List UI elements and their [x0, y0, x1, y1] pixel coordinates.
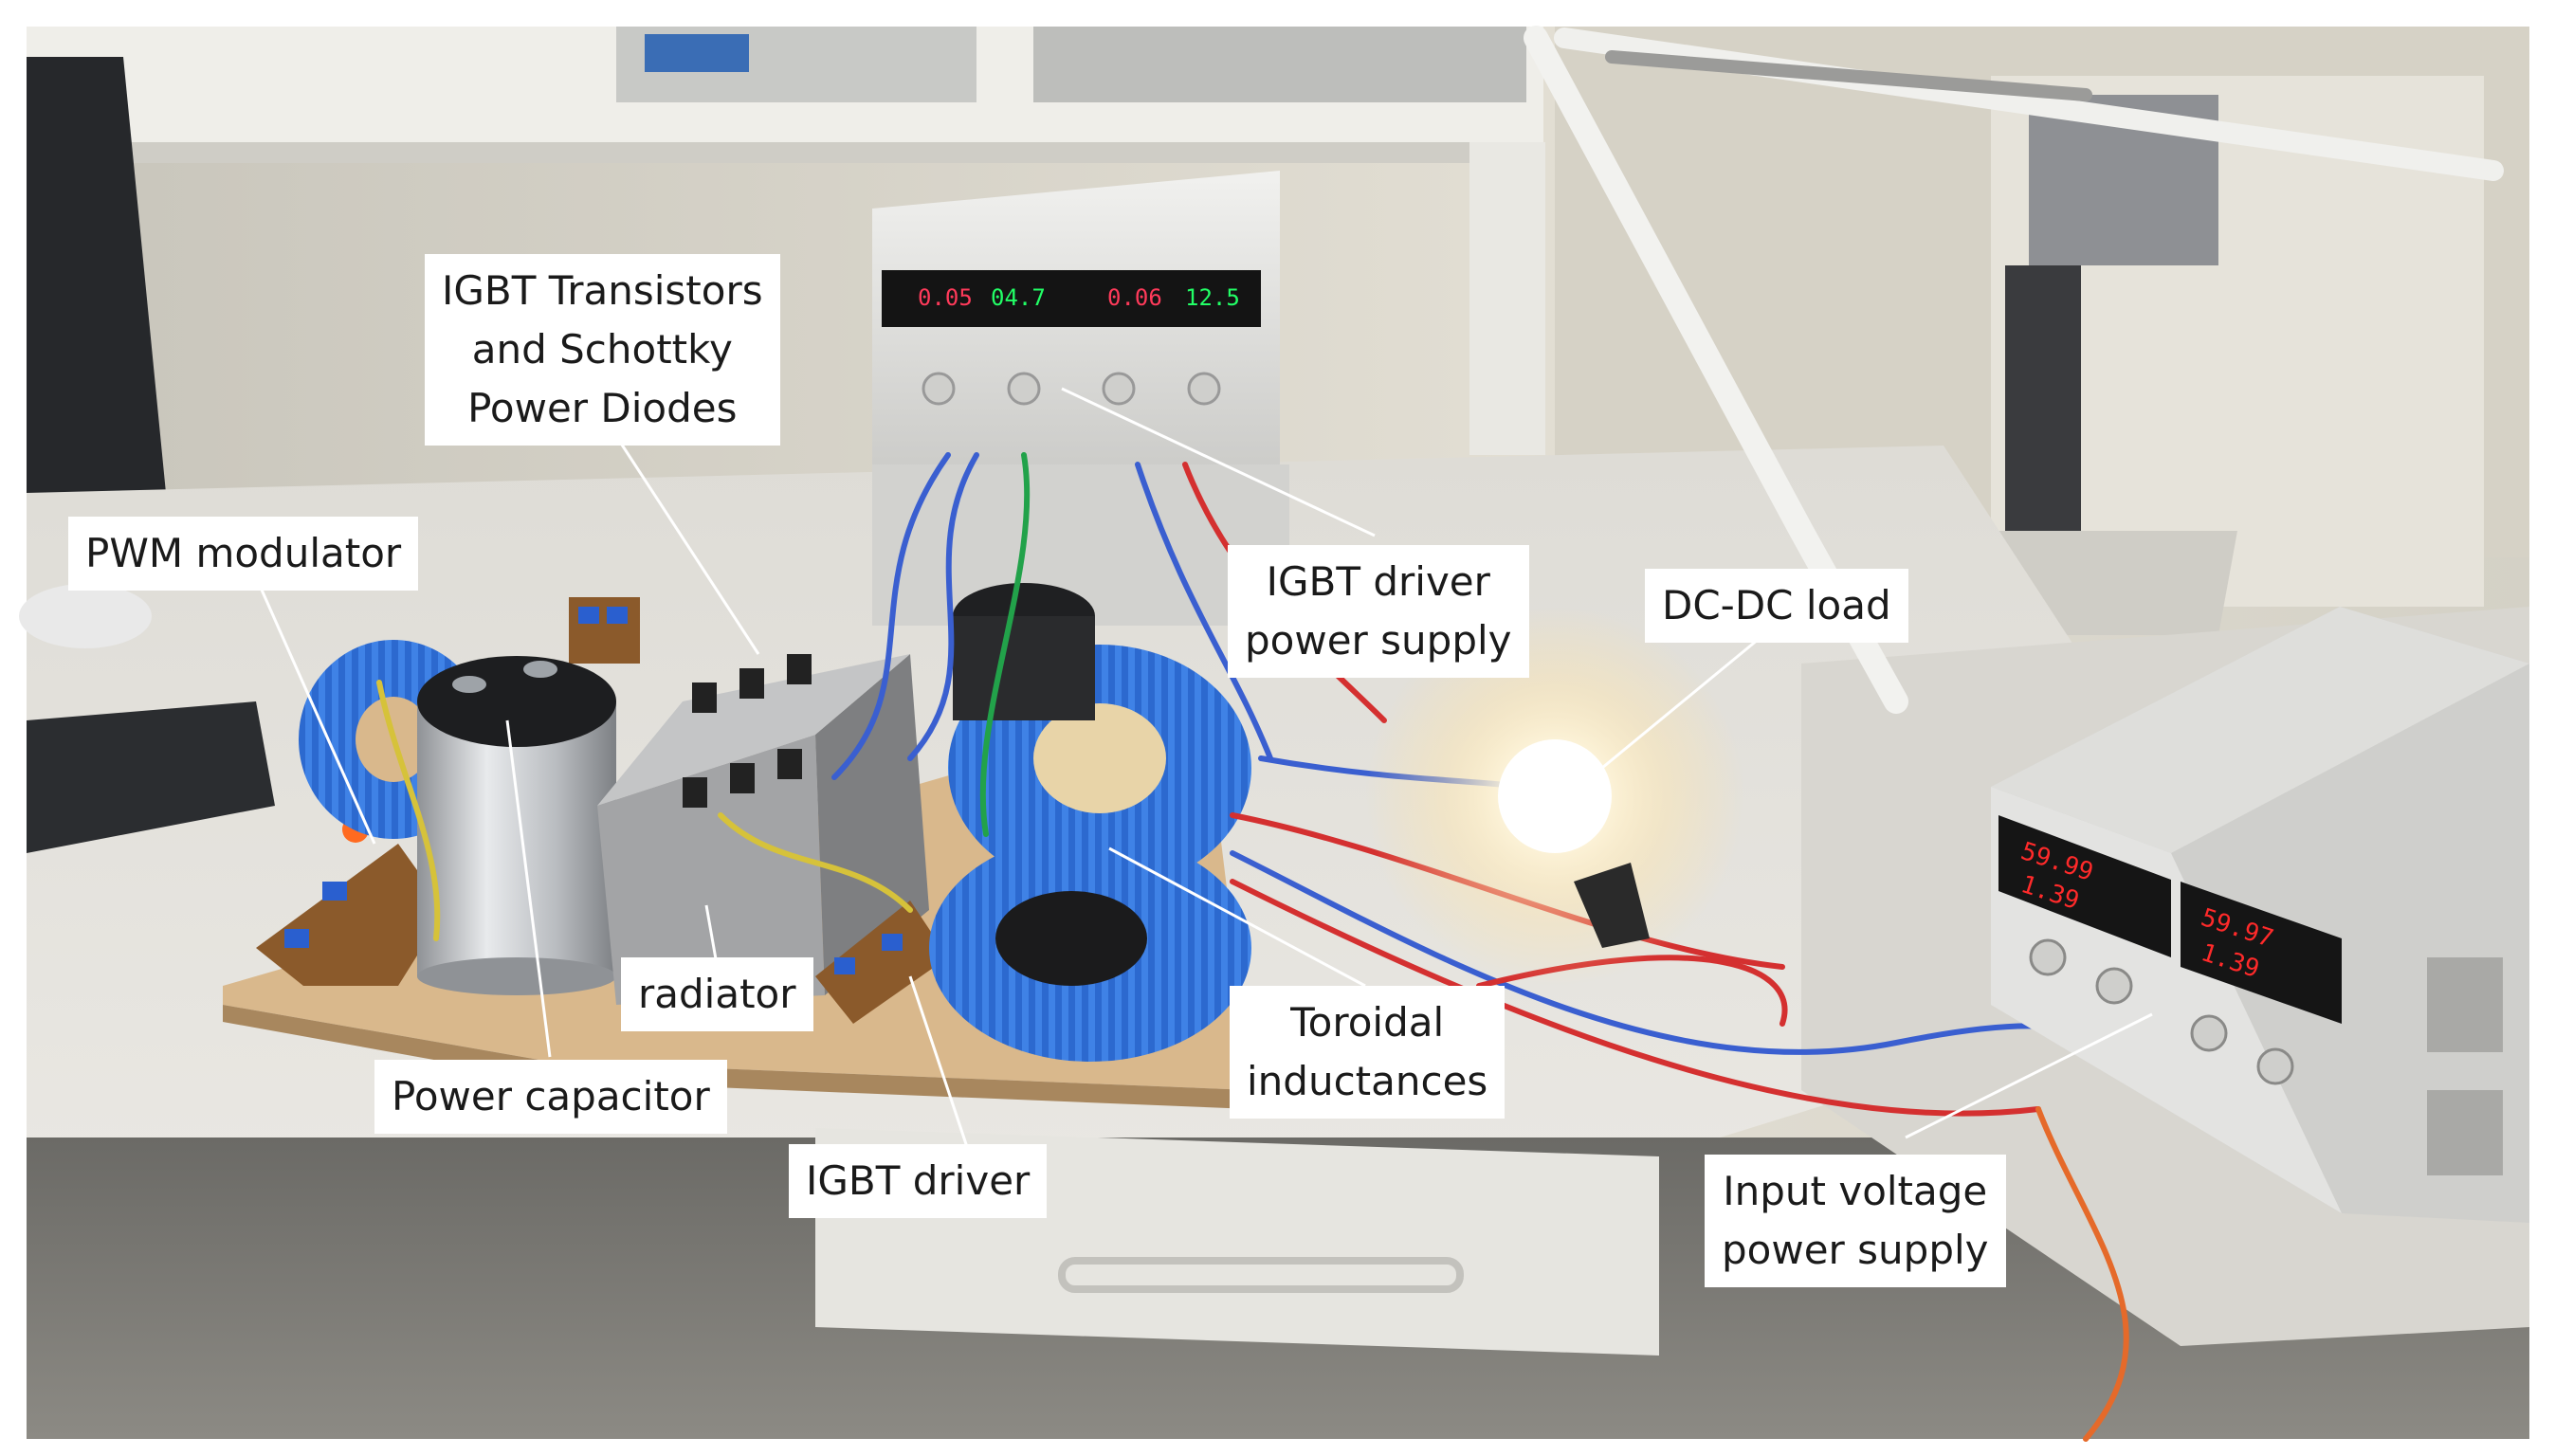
- keyboard: [27, 701, 275, 853]
- label-toroidal-inductances: Toroidal inductances: [1230, 986, 1506, 1119]
- label-igbt-driver: IGBT driver: [789, 1144, 1048, 1218]
- psu-upper-display-4: 12.5: [1185, 284, 1240, 311]
- label-dcdc-load: DC-DC load: [1645, 569, 1908, 643]
- pwm-board: [256, 844, 446, 986]
- label-radiator: radiator: [621, 957, 813, 1031]
- label-pwm-modulator: PWM modulator: [68, 517, 419, 591]
- psu-upper-display-1: 0.05: [918, 284, 973, 311]
- leader-lines: [259, 387, 2153, 1148]
- power-capacitor-component: [417, 656, 616, 995]
- psu-upper-display-3: 0.06: [1107, 284, 1162, 311]
- photo-area: 0.05 04.7 0.06 12.5: [19, 26, 2529, 1442]
- monitor: [27, 57, 166, 512]
- driver-power-supply-unit: 0.05 04.7 0.06 12.5: [872, 171, 1289, 626]
- heatsink-component: [597, 654, 929, 1005]
- light-bulb: [1498, 739, 1612, 853]
- label-input-voltage-power-supply: Input voltage power supply: [1705, 1155, 2006, 1287]
- lamp-arm: [1524, 26, 1908, 714]
- igbt-driver-board: [815, 901, 948, 1024]
- label-igbt-driver-power-supply: IGBT driver power supply: [1228, 545, 1529, 678]
- input-power-supply-unit: 59.99 1.39 59.97 1.39: [1991, 607, 2529, 1223]
- label-igbt-transistors: IGBT Transistors and Schottky Power Diod…: [425, 254, 780, 446]
- psu-upper-display-2: 04.7: [991, 284, 1046, 311]
- label-power-capacitor: Power capacitor: [374, 1060, 727, 1134]
